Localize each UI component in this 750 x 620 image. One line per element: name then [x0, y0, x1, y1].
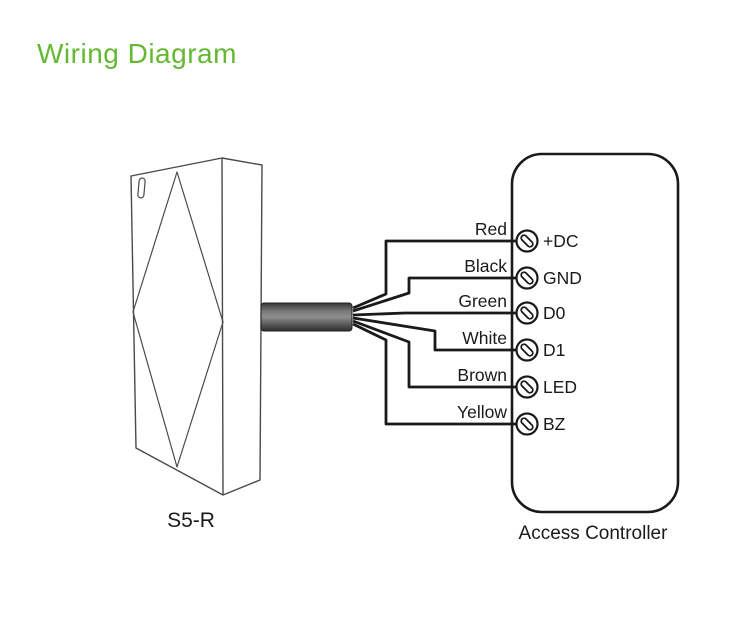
- page-title: Wiring Diagram: [37, 38, 237, 69]
- reader-front-edge: [221, 157, 224, 496]
- terminal-label-d1: D1: [543, 340, 565, 360]
- screw-terminal-icon-bz: [515, 412, 539, 436]
- wire-black: [352, 276, 517, 313]
- reader-body: [130, 157, 263, 496]
- wire-label-green: Green: [458, 291, 507, 311]
- wire-brown: [352, 319, 517, 389]
- terminal-label-d0: D0: [543, 303, 566, 323]
- wires: [352, 239, 517, 426]
- screw-terminals: [515, 229, 539, 436]
- access-controller-box: [510, 152, 680, 514]
- screw-terminal-icon-d1: [515, 338, 539, 362]
- controller-caption: Access Controller: [519, 523, 669, 544]
- reader-caption: S5-R: [167, 509, 215, 532]
- wire-red: [352, 239, 517, 310]
- screw-terminal-icon-dc: [515, 229, 539, 253]
- card-reader-device: [130, 157, 263, 496]
- terminal-label-gnd: GND: [543, 268, 582, 288]
- screw-terminal-icon-gnd: [515, 266, 539, 290]
- wire-label-white: White: [462, 328, 507, 348]
- wire-label-yellow: Yellow: [457, 402, 507, 422]
- screw-terminal-icon-d0: [515, 301, 539, 325]
- wire-yellow: [352, 322, 517, 426]
- cable: [260, 302, 353, 332]
- terminal-label-dc: +DC: [543, 231, 579, 251]
- reader-led-slot: [137, 177, 146, 199]
- wire-label-red: Red: [475, 219, 507, 239]
- terminal-label-bz: BZ: [543, 414, 566, 434]
- wire-white: [352, 316, 517, 352]
- wire-label-black: Black: [464, 256, 507, 276]
- screw-terminal-icon-led: [515, 375, 539, 399]
- terminal-label-led: LED: [543, 377, 577, 397]
- wire-label-brown: Brown: [457, 365, 507, 385]
- reader-diamond-pattern: [132, 171, 224, 468]
- wire-green: [352, 311, 517, 317]
